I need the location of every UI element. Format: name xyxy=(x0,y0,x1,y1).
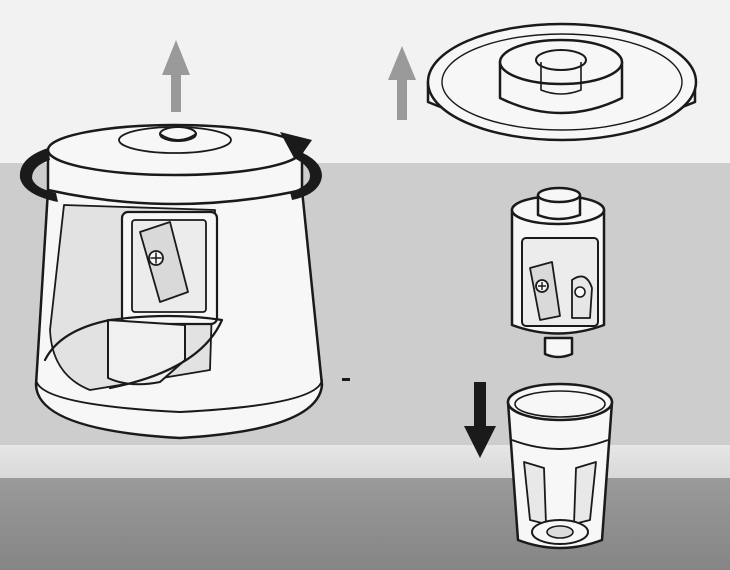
sharpener-lid-separated xyxy=(426,22,698,142)
up-arrow-icon xyxy=(388,46,416,120)
dash-mark xyxy=(342,378,350,381)
up-arrow-icon xyxy=(162,40,190,112)
lift-arrow-right xyxy=(388,46,416,120)
cartridge-pin xyxy=(574,286,586,298)
bg-lower-band xyxy=(0,445,730,480)
container-rim xyxy=(506,382,614,422)
sharpener-assembled xyxy=(34,123,324,440)
pencil-hole xyxy=(159,126,197,142)
bg-base xyxy=(0,478,730,570)
sharpener-base-ring xyxy=(35,379,323,413)
cartridge-neck-top xyxy=(536,186,582,204)
container-bottom-hole-inner xyxy=(546,525,574,539)
blade-screw-cross xyxy=(150,252,162,264)
down-arrow-icon xyxy=(464,382,496,458)
container-window-right xyxy=(573,461,597,525)
container-rim-inner xyxy=(514,390,606,418)
lid-collar-hole-inner xyxy=(540,62,582,95)
container-band xyxy=(511,439,609,450)
lift-arrow-left xyxy=(162,40,190,112)
drop-arrow xyxy=(464,382,496,458)
rotate-arrow-left xyxy=(19,148,58,202)
rotate-arrow-right xyxy=(280,132,322,200)
rotate-arrow-icon xyxy=(19,132,322,202)
cartridge-foot xyxy=(543,336,574,359)
lid-collar-hole xyxy=(535,49,587,71)
sharpener-blade xyxy=(139,221,189,303)
inner-shaft xyxy=(107,319,186,386)
lid-hole-bottom xyxy=(159,133,197,141)
lid-disc-inner xyxy=(441,33,683,131)
body-cut-line xyxy=(43,314,224,390)
shavings-container xyxy=(506,382,614,550)
blade-cartridge xyxy=(510,186,606,359)
cartridge-screw-cross xyxy=(538,282,546,290)
